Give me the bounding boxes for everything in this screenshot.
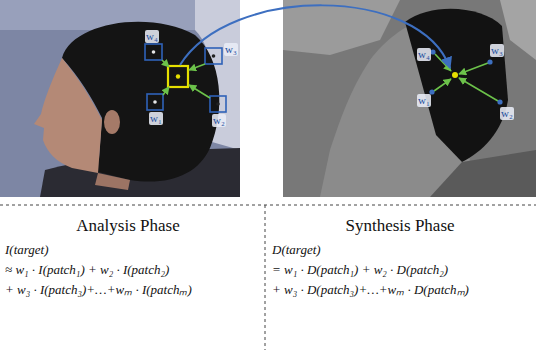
- mapping-arrow: [180, 5, 450, 68]
- divider-horizontal: [0, 205, 536, 206]
- weight-label: w₁: [417, 94, 431, 107]
- formula-line: + w₃ · I(patch₃)+…+wₘ · I(patchₘ): [5, 283, 192, 298]
- divider-vertical: [265, 205, 266, 350]
- weight-label: w₄: [145, 30, 159, 43]
- formula-line: ≈ w₁ · I(patch₁) + w₂ · I(patch₂): [5, 263, 169, 278]
- depth-map: [283, 0, 536, 197]
- weight-label: w₂: [212, 114, 226, 127]
- weight-label: w₁: [149, 112, 163, 125]
- depth-points: [429, 49, 502, 104]
- weight-label: w₂: [500, 107, 514, 120]
- weight-label: w₃: [490, 44, 504, 57]
- patch-boxes: [145, 44, 226, 112]
- formula-line: D(target): [272, 243, 321, 258]
- phase-heading: Analysis Phase: [76, 216, 179, 236]
- formula-line: + w₃ · D(patch₃)+…+wₘ · D(patchₘ): [272, 283, 469, 298]
- weight-label: w₄: [417, 48, 431, 61]
- formula-line: = w₁ · D(patch₁) + w₂ · D(patch₂): [272, 263, 448, 278]
- weight-label: w₃: [224, 43, 238, 56]
- color-photo: [0, 0, 240, 197]
- phase-heading: Synthesis Phase: [345, 216, 454, 236]
- formula-line: I(target): [5, 243, 49, 258]
